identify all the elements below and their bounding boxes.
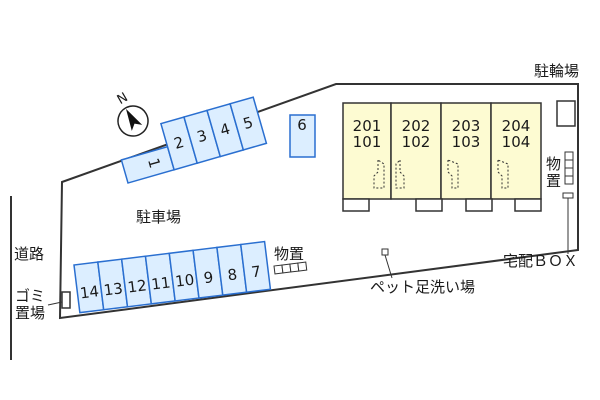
parking-slot-7[interactable] bbox=[239, 240, 272, 294]
unit-4[interactable] bbox=[490, 102, 542, 200]
unit-4-lower: 104 bbox=[502, 133, 531, 151]
stair-outlines bbox=[373, 158, 509, 189]
parking-lot-label: 駐車場 bbox=[136, 208, 181, 226]
unit-2-upper: 202 bbox=[402, 117, 431, 135]
storage-left[interactable] bbox=[273, 261, 308, 275]
parking-slot-8-label: 8 bbox=[227, 265, 239, 284]
storage-right-label-2: 置 bbox=[546, 172, 561, 190]
step-4 bbox=[514, 198, 542, 212]
unit-1-upper: 201 bbox=[353, 117, 382, 135]
parking-slot-2-label: 2 bbox=[172, 133, 186, 153]
pet-wash-label: ペット足洗い場 bbox=[370, 278, 475, 296]
parking-slot-10-label: 10 bbox=[174, 271, 195, 291]
garbage-leader bbox=[47, 301, 63, 306]
pet-wash[interactable] bbox=[381, 248, 389, 256]
step-2 bbox=[415, 198, 443, 212]
step-3 bbox=[465, 198, 493, 212]
unit-1-lower: 101 bbox=[353, 133, 382, 151]
parking-slot-11-label: 11 bbox=[150, 273, 171, 293]
unit-1[interactable] bbox=[342, 102, 392, 200]
parking-upper-group: 1 2 3 4 5 bbox=[120, 96, 268, 184]
road-label: 道路 bbox=[14, 245, 44, 263]
parking-slot-7-label: 7 bbox=[250, 262, 262, 281]
parking-slot-13-label: 13 bbox=[103, 279, 124, 299]
building: 201 101 202 102 203 103 204 104 bbox=[342, 102, 542, 212]
parking-slot-3-label: 3 bbox=[195, 126, 209, 146]
garbage-area[interactable] bbox=[61, 291, 71, 309]
parking-slot-4-label: 4 bbox=[218, 120, 232, 140]
bicycle-parking-label: 駐輪場 bbox=[534, 62, 579, 80]
unit-3-upper: 203 bbox=[452, 117, 481, 135]
unit-2-lower: 102 bbox=[402, 133, 431, 151]
storage-right[interactable] bbox=[564, 151, 574, 185]
delivery-box-label: 宅配ＢＯＸ bbox=[503, 252, 578, 270]
unit-4-upper: 204 bbox=[502, 117, 531, 135]
step-1 bbox=[342, 198, 370, 212]
storage-right-label-1: 物 bbox=[546, 155, 561, 173]
bicycle-parking[interactable] bbox=[556, 100, 576, 127]
pet-wash-leader bbox=[384, 254, 393, 279]
compass-n-label: N bbox=[115, 90, 131, 108]
storage-left-label: 物置 bbox=[274, 245, 304, 263]
unit-3-lower: 103 bbox=[452, 133, 481, 151]
delivery-box[interactable] bbox=[562, 192, 574, 199]
parking-slot-6[interactable] bbox=[289, 114, 316, 158]
parking-slot-1-label: 1 bbox=[144, 156, 164, 170]
unit-2[interactable] bbox=[390, 102, 442, 200]
parking-slot-12-label: 12 bbox=[127, 276, 148, 296]
garbage-label-1: ゴミ bbox=[15, 287, 45, 305]
parking-slot-9-label: 9 bbox=[203, 268, 215, 287]
parking-slot-5-label: 5 bbox=[241, 113, 255, 133]
parking-slot-14-label: 14 bbox=[79, 282, 100, 302]
parking-lower-group: 14 13 12 11 10 9 8 7 bbox=[73, 240, 272, 314]
compass-icon bbox=[117, 105, 149, 137]
parking-slot-5[interactable] bbox=[229, 96, 268, 151]
garbage-label-2: 置場 bbox=[15, 304, 45, 322]
parking-slot-6-label: 6 bbox=[297, 116, 307, 134]
